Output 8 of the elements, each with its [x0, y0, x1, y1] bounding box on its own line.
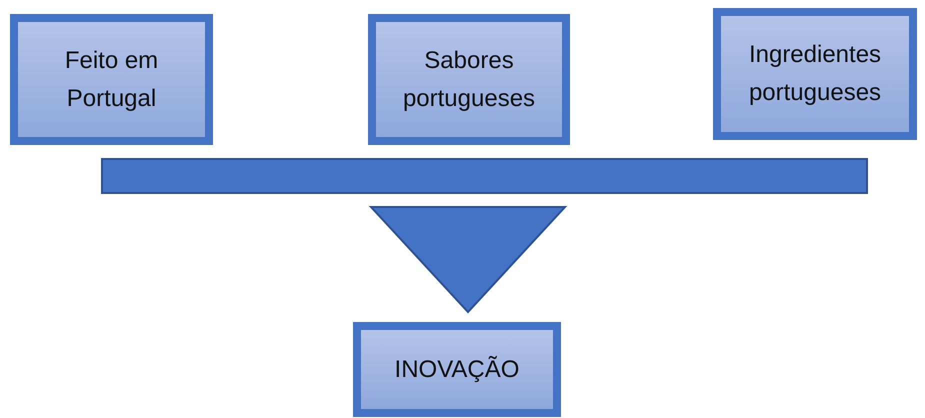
text-box: [713, 8, 917, 140]
text-box: [10, 14, 213, 145]
text-box: [368, 14, 570, 145]
box-label: Feito em Portugal: [64, 46, 160, 114]
box-label: INOVAÇÃO: [394, 354, 520, 384]
box-label: Ingredientes portugueses: [748, 40, 882, 108]
text-box: [353, 322, 561, 417]
box-label: Sabores portugueses: [402, 46, 536, 114]
